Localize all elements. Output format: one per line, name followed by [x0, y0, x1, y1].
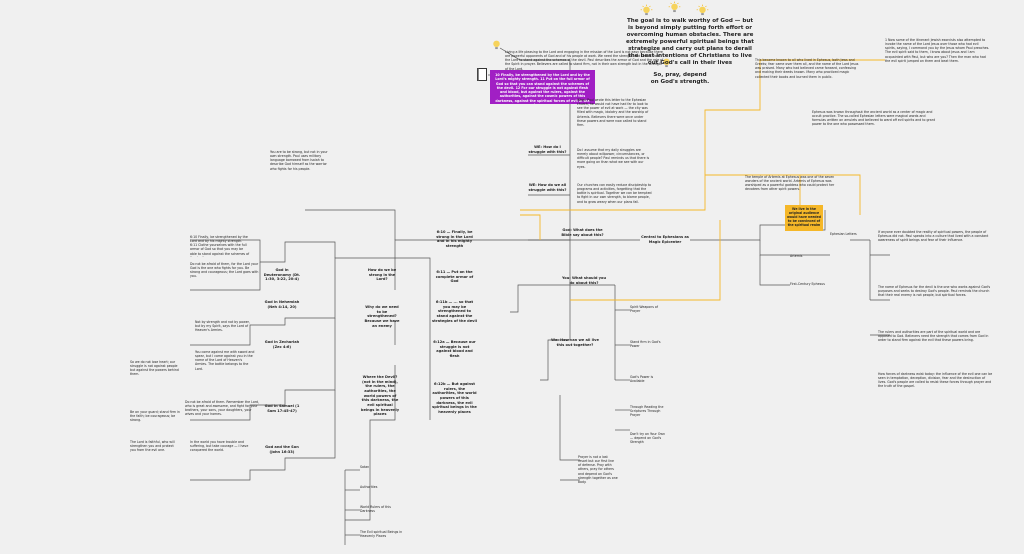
ephesus-first-century-label: First-Century Ephesus — [790, 282, 825, 286]
spiritual-reality-text: If anyone ever doubted the reality of sp… — [878, 230, 989, 243]
ephesian-letters-text: Ephesus was known throughout the ancient… — [812, 110, 936, 127]
artemis-label: Artemis — [790, 254, 803, 258]
faithful-text: The Lord is faithful, who will strengthe… — [130, 440, 175, 453]
callout-box: We live in the original audience would h… — [785, 205, 823, 231]
conclusion-title: So, pray, depend on God's strength. — [650, 72, 710, 85]
light-bulb-icon — [493, 40, 500, 50]
deut-text: Do not be afraid of them, for the Lord y… — [190, 262, 259, 279]
intro-left-text: You are to be strong, but not in your ow… — [270, 150, 328, 171]
ephesus-magic-node: Central to Ephesians as Magic Epicenter — [641, 235, 689, 244]
gods-power: God's Power is Available — [630, 375, 654, 384]
spirit-weapons: Spirit Weapons of Prayer — [630, 305, 659, 314]
rulers-text: The rulers and authorities are part of t… — [878, 330, 989, 343]
light-bulb-icon — [663, 58, 670, 68]
list-item-world-rulers: World Rulers of this Darkness — [360, 505, 391, 514]
light-bulb-icon — [696, 4, 709, 16]
ref-zechariah: God in Zechariah (Zec 4:6) — [264, 340, 300, 349]
question-what-should-you-do: You: What should you do about this? — [561, 276, 607, 285]
light-bulb-icon — [640, 4, 653, 16]
personal-struggle-text: Do I assume that my daily struggles are … — [577, 148, 650, 169]
why-strong-question: Why do we need to be strengthened? Becau… — [364, 305, 400, 328]
artemis-temple-text: The temple of Artemis at Ephesus was one… — [745, 175, 835, 192]
verse-612b: 6:12b — But against rulers, the authorit… — [432, 382, 477, 415]
encourage-text: So we do not lose heart; our struggle is… — [130, 360, 179, 377]
ref-nehemiah: God in Nehemiah (Neh 4:14, 20) — [264, 300, 300, 309]
light-bulb-icon — [668, 1, 681, 13]
burning-books-text: This became known to all who lived in Ep… — [755, 58, 859, 79]
verse-610: 6:10 — Finally, be strong in the Lord an… — [436, 230, 473, 249]
stand-firm-power: Stand firm in God's Power — [630, 340, 661, 349]
book-icon — [477, 68, 487, 81]
forces-today-text: How forces of darkness exist today: the … — [878, 372, 993, 389]
intro-text: Living a life pleasing to the Lord and e… — [505, 50, 664, 70]
ref-samuel: God in Samuel (1 Sam 17:45-47) — [264, 404, 300, 413]
verse-611b: 6:11b — ... so that you may be strengthe… — [432, 300, 477, 323]
question-bible-says: God: What does the Bible say about this? — [561, 228, 604, 237]
samuel-text: You come against me with sword and spear… — [195, 350, 255, 371]
main-title: The goal is to walk worthy of God — but … — [626, 18, 754, 66]
prayer-together-text: Prayer is not a last resort but our firs… — [578, 455, 618, 484]
question-how-we-struggle: WE: How do we all struggle with this? — [528, 183, 567, 192]
church-struggle-text: Our churches can easily reduce disciples… — [577, 183, 652, 204]
context-text: When Paul wrote this letter to the Ephes… — [577, 98, 649, 127]
stand-firm-text: Be on your guard; stand firm in the fait… — [130, 410, 180, 423]
focus-verse-box: 10 Finally, be strengthened by the Lord … — [490, 70, 595, 104]
question-how-i-struggle: WE: How do I struggle with this? — [528, 145, 567, 154]
acts-19-text: 1 Now some of the itinerant Jewish exorc… — [885, 38, 990, 63]
devil-text: The name of Ephesus for the devil is the… — [878, 285, 991, 298]
question-how-together: We: How can we all live this out togethe… — [551, 338, 599, 347]
list-item-authorities: Authorities — [360, 485, 378, 489]
ref-deuteronomy: God in Deuteronomy (Dt. 1:30, 3:22, 20:4… — [263, 268, 301, 282]
ref-john: God and the Son (John 16:33) — [265, 445, 299, 454]
verse-611: 6:11 — Put on the complete armor of God — [435, 270, 474, 284]
nehemiah-text: Do not be afraid of them. Remember the L… — [185, 400, 260, 417]
zech-text: Not by strength and not by power, but by… — [195, 320, 250, 333]
dont-go-alone: Don't try on Your Own — depend on God's … — [630, 432, 665, 445]
ephesian-letters-label: Ephesian Letters — [830, 232, 857, 236]
john-text: In the world you have trouble and suffer… — [190, 440, 249, 453]
verse-612a: 6:12a — Because our struggle is not agai… — [433, 340, 476, 359]
list-item-satan: Satan — [360, 465, 370, 469]
how-strong-question: How do we be strong in the Lord? — [367, 268, 397, 282]
verse-text: 6:10 Finally, be strengthened by the Lor… — [190, 235, 250, 257]
prayer-scripture: Through Reading the Scriptures Through P… — [630, 405, 664, 418]
list-item-evil-beings: The Evil spiritual Beings in Heavenly Pl… — [360, 530, 403, 539]
where-enemy: Where the Devil? (not in the mind), the … — [360, 375, 400, 417]
